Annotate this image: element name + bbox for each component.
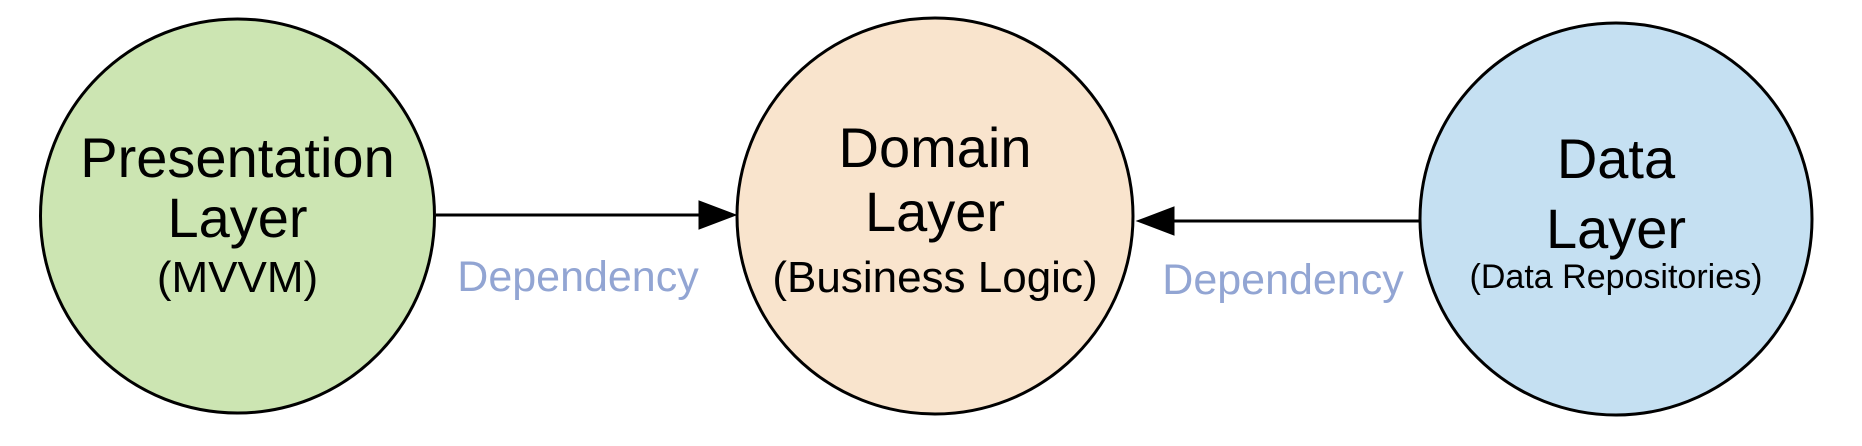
edge-data-to-domain-label: Dependency	[1162, 256, 1404, 304]
node-domain-layer: Domain Layer (Business Logic)	[735, 16, 1135, 416]
presentation-layer-title-line2: Layer	[167, 186, 307, 249]
domain-layer-circle	[735, 16, 1135, 416]
edge-presentation-to-domain-label: Dependency	[457, 253, 699, 301]
presentation-layer-subtitle: (MVVM)	[157, 253, 318, 302]
data-layer-circle	[1418, 21, 1814, 417]
domain-layer-title-line1: Domain	[839, 116, 1032, 179]
edge-data-to-domain: Dependency	[1135, 206, 1420, 304]
arrowhead-right-icon	[698, 200, 738, 230]
edge-presentation-to-domain: Dependency	[436, 200, 738, 301]
presentation-layer-title-line1: Presentation	[80, 126, 394, 189]
domain-layer-subtitle: (Business Logic)	[772, 253, 1097, 302]
data-layer-subtitle: (Data Repositories)	[1470, 258, 1763, 296]
presentation-layer-circle	[39, 17, 436, 415]
domain-layer-title-line2: Layer	[865, 180, 1005, 243]
node-data-layer: Data Layer (Data Repositories)	[1418, 21, 1814, 417]
data-layer-title-line1: Data	[1557, 127, 1676, 190]
node-presentation-layer: Presentation Layer (MVVM)	[39, 17, 436, 415]
arrowhead-left-icon	[1135, 206, 1175, 236]
data-layer-title-line2: Layer	[1546, 197, 1686, 260]
